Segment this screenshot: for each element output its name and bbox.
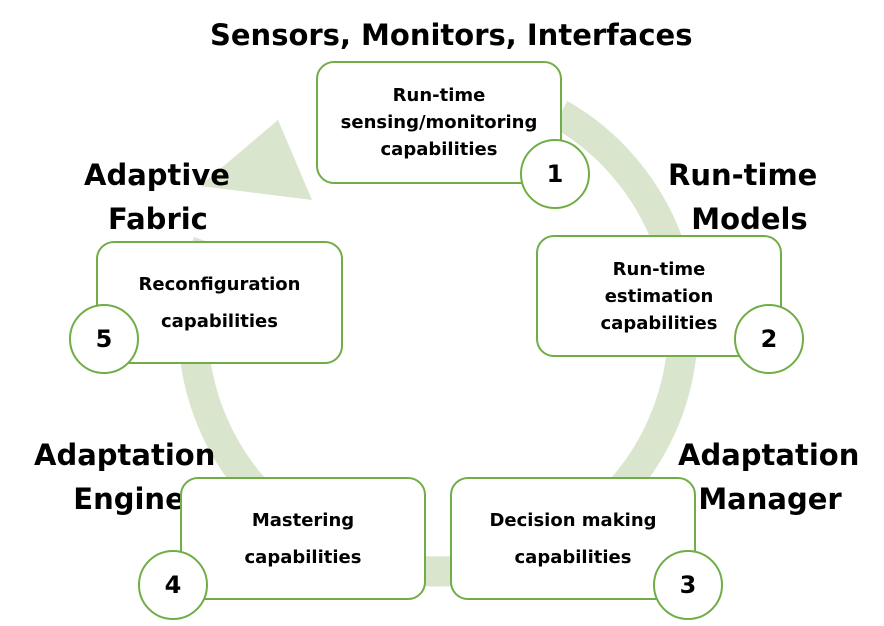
heading-line: Manager [698, 482, 842, 516]
stage-label-line: Run-time [612, 258, 706, 280]
heading-line: Adaptation [678, 438, 860, 472]
heading-adaptation-engine: Adaptation Engine [34, 433, 216, 521]
stage-label: Decision making capabilities [489, 507, 656, 571]
heading-line: Models [691, 202, 808, 236]
stage-label-line: sensing/monitoring [340, 112, 538, 133]
stage-label-line: capabilities [514, 546, 632, 568]
heading-adaptive-fabric: Adaptive Fabric [84, 153, 234, 241]
heading-line: Adaptation [34, 438, 216, 472]
stage-label-line: Run-time [392, 85, 486, 106]
stage-label-line: Reconfiguration [138, 273, 301, 295]
stage-label-line: capabilities [244, 546, 362, 568]
heading-line: Run-time [668, 158, 818, 192]
stage-label-line: Mastering [251, 509, 355, 531]
stage-label: Mastering capabilities [245, 507, 362, 571]
stage-number-badge: 3 [653, 550, 723, 620]
stage-label: Run-time sensing/monitoring capabilities [341, 82, 538, 163]
heading-run-time-models: Run-time Models [668, 153, 818, 241]
stage-label-line: capabilities [161, 310, 278, 332]
stage-box-mastering: Mastering capabilities [180, 477, 426, 600]
heading-sensors-monitors-interfaces: Sensors, Monitors, Interfaces [210, 13, 692, 57]
stage-label: Run-time estimation capabilities [601, 256, 718, 337]
heading-line: Sensors, Monitors, Interfaces [210, 18, 693, 52]
stage-box-sensing: Run-time sensing/monitoring capabilities [316, 61, 562, 184]
stage-label-line: capabilities [600, 312, 718, 334]
stage-label-line: estimation [604, 285, 714, 307]
heading-adaptation-manager: Adaptation Manager [678, 433, 860, 521]
heading-line: Adaptive [84, 158, 230, 192]
heading-line: Fabric [108, 202, 208, 236]
heading-line: Engine [73, 482, 185, 516]
stage-number-badge: 2 [734, 304, 804, 374]
stage-label-line: capabilities [380, 139, 498, 160]
stage-label-line: Decision making [489, 509, 657, 531]
stage-number-badge: 4 [138, 550, 208, 620]
stage-number-badge: 5 [69, 304, 139, 374]
cycle-arrowhead-icon [200, 120, 312, 200]
stage-label: Reconfiguration capabilities [139, 271, 301, 335]
stage-number-badge: 1 [520, 139, 590, 209]
stage-box-reconfiguration: Reconfiguration capabilities [96, 241, 343, 364]
